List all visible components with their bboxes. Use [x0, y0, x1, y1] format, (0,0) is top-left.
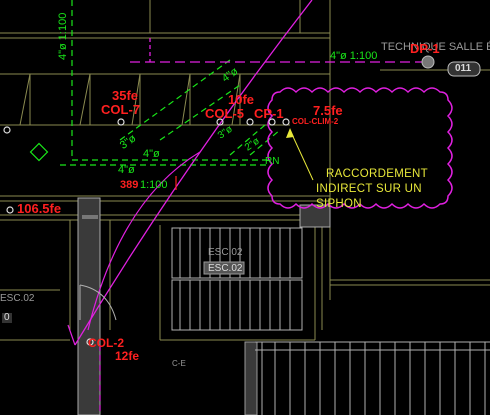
slope-prefix: 389: [120, 179, 139, 191]
vent-pipe-route: [60, 0, 281, 166]
col5-flow: 10fe: [228, 92, 255, 107]
left-flow: 106.5fe: [17, 201, 62, 216]
cp1-label: CP-1: [254, 106, 284, 121]
note-line-1: RACCORDEMENT: [326, 168, 428, 180]
stair-label: ESC.02: [208, 247, 243, 258]
note-line-2: INDIRECT SUR UN: [316, 183, 422, 195]
drain-arrow: [67, 324, 76, 346]
drain-point-marker: [421, 55, 435, 69]
cleanout-symbol: [29, 142, 49, 162]
drain-branch-arc: [87, 151, 201, 331]
note-line-3: SIPHON: [316, 198, 362, 210]
door-swing: [79, 284, 117, 321]
ce-label: C-E: [172, 359, 186, 368]
rn-label: RN: [265, 156, 280, 167]
note-leader: [289, 129, 314, 181]
pipe-top-label: 4"ø 1:100: [330, 50, 378, 62]
pipe-vert-label: 4"ø 1:100: [57, 12, 69, 60]
stair-left-label: ESC.02: [0, 293, 35, 304]
stair-left-num: 0: [2, 312, 12, 323]
wall-lines: [0, 0, 490, 341]
note-arrowhead: [286, 128, 294, 138]
col5-name: COL-5: [205, 106, 244, 121]
title-header: TECHNIQUE SALLE É: [381, 41, 490, 53]
stair-label-2: ESC.02: [208, 263, 243, 274]
dp-label: DP-1: [410, 41, 440, 56]
room-number: 011: [455, 63, 472, 74]
clim-flow: 7.5fe: [313, 103, 343, 118]
col7-flow: 35fe: [112, 88, 139, 103]
column-markers: [3, 118, 290, 346]
pipe-mid-b: 4"ø: [118, 164, 135, 176]
revision-cloud: [267, 87, 453, 209]
slope-label: 1:100: [140, 179, 168, 191]
pipe-mid-a: 4"ø: [143, 148, 160, 160]
room-tag-box: [447, 61, 481, 77]
col7-name: COL-7: [101, 102, 140, 117]
clim-name: COL-CLIM-2: [292, 117, 339, 126]
column-walls: [77, 197, 331, 415]
col2-flow: 12fe: [115, 349, 140, 363]
col2-name: COL-2: [88, 336, 124, 350]
drain-main-diagonal: [74, 0, 313, 346]
stair-treads: [171, 227, 490, 415]
